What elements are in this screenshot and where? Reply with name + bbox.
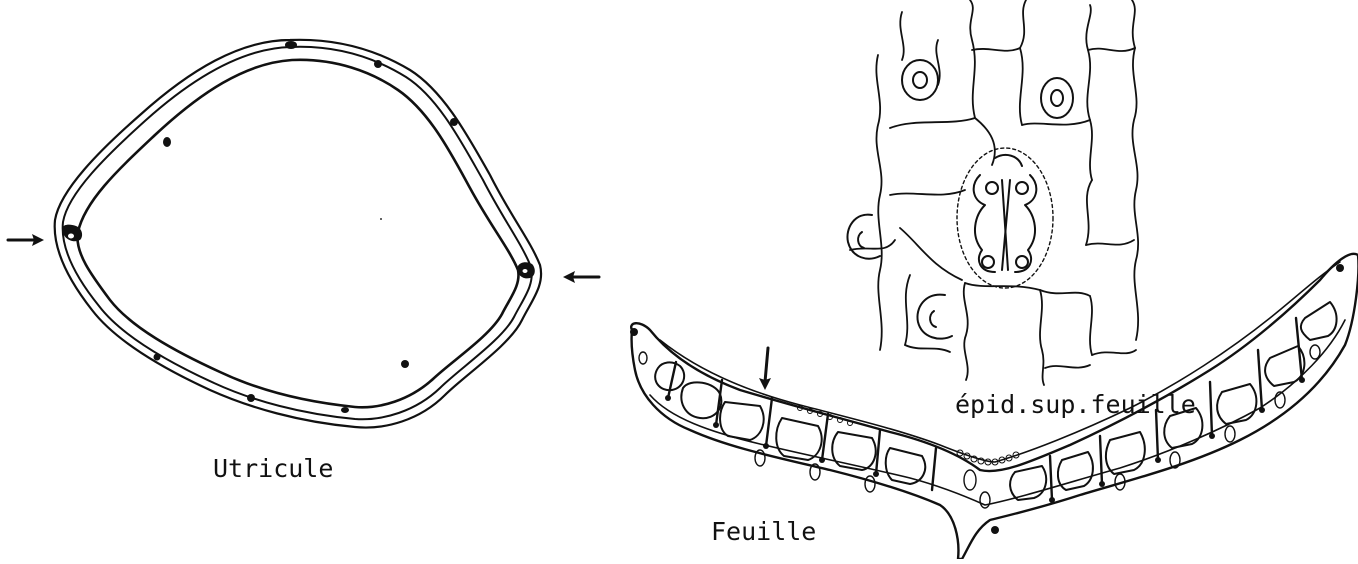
leaf-cell <box>1106 432 1145 474</box>
arrow-icon <box>759 348 771 390</box>
speck <box>380 218 382 220</box>
epidermis-cell-crescent <box>917 295 952 339</box>
utricule-nucleus <box>247 394 255 402</box>
epidermis-label: épid.sup.feuille <box>955 392 1196 417</box>
stomate-guard-cells <box>974 155 1037 272</box>
arrow-icon <box>563 271 599 283</box>
leaf-label: Feuille <box>711 519 816 544</box>
utricule-nucleus <box>285 41 297 49</box>
leaf-cell <box>1217 384 1256 424</box>
utricule-middle-wall <box>63 47 532 419</box>
leaf-upper-epidermis <box>660 262 1340 462</box>
utricule-nucleus <box>401 360 409 368</box>
utricule-pore-opening <box>68 234 74 239</box>
utricule-nucleus <box>163 137 171 147</box>
utricule-nucleus <box>374 60 382 68</box>
leaf-cell <box>720 402 764 440</box>
utricule-nucleus <box>341 407 349 413</box>
leaf-cell <box>832 432 875 470</box>
epidermis-cell-round <box>1041 78 1073 118</box>
utricule-nucleus <box>154 354 161 361</box>
utricule-nucleus <box>450 118 458 126</box>
utricule-drawing <box>8 40 599 428</box>
utricule-outer-wall <box>55 40 541 428</box>
epidermis-drawing <box>847 0 1138 385</box>
utricule-pore-opening <box>523 269 528 273</box>
arrow-icon <box>8 234 44 246</box>
leaf-cell <box>681 382 721 418</box>
utricule-label: Utricule <box>213 456 333 481</box>
leaf-cell <box>1301 302 1337 340</box>
leaf-cell <box>886 448 925 484</box>
epidermis-cell-round <box>902 60 938 100</box>
epidermis-cell-crescent <box>847 215 880 259</box>
